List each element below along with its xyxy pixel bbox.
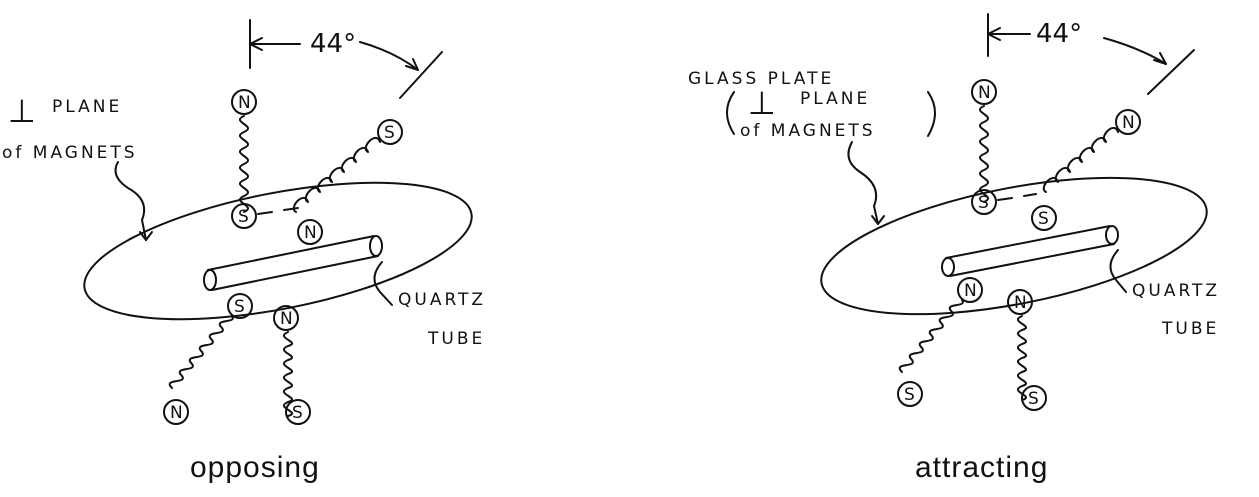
leader-line-tube-right (1110, 250, 1126, 292)
magnet-lower-vertical-right: N S (1008, 290, 1046, 410)
leader-line-plate-right (848, 142, 878, 224)
angle-indicator-right: 44° (988, 14, 1194, 94)
magnet-axis-dash-left (258, 208, 298, 214)
panel-attracting: 44° GLASS PLATE ⊥ PLANE of MAGNETS QUART… (688, 14, 1220, 484)
caption-opposing: opposing (190, 451, 320, 484)
angle-label-left: 44° (310, 29, 356, 59)
pole-label: N (170, 403, 183, 423)
tube-label-line1-right: QUARTZ (1132, 281, 1220, 301)
glass-plate-left (74, 156, 483, 345)
plane-text-right: PLANE (800, 89, 870, 109)
magnet-axis-dash-right (998, 194, 1036, 200)
plate-label-right: GLASS PLATE ⊥ PLANE of MAGNETS (688, 69, 935, 224)
pole-label: N (1122, 113, 1135, 133)
plane-label-left: ⊥ PLANE of MAGNETS (2, 92, 152, 240)
angle-indicator-left: 44° (250, 20, 442, 98)
pole-label: S (384, 123, 395, 143)
perpendicular-symbol-right: ⊥ (748, 84, 776, 122)
pole-label: N (304, 223, 317, 243)
pole-label: S (1028, 389, 1039, 409)
plane-text-left: PLANE (52, 97, 122, 117)
leader-line-plate-left (116, 162, 146, 240)
magnet-lower-tilted-left: S N (164, 294, 252, 424)
magnet-upper-vertical-left: N S (232, 90, 256, 228)
pole-label: S (1038, 209, 1049, 229)
caption-attracting: attracting (915, 451, 1048, 484)
tube-label-line1-left: QUARTZ (398, 290, 486, 310)
pole-label: N (964, 281, 977, 301)
pole-label: S (978, 193, 989, 213)
pole-label: S (904, 385, 915, 405)
quartz-tube-right: QUARTZ TUBE (942, 226, 1220, 339)
pole-label: S (238, 207, 249, 227)
perpendicular-symbol-left: ⊥ (8, 92, 36, 130)
pole-label: S (292, 403, 303, 423)
angle-label-right: 44° (1036, 19, 1082, 49)
pole-label: N (978, 83, 991, 103)
pole-label: S (234, 297, 245, 317)
pole-label: N (1014, 293, 1027, 313)
magnet-lower-tilted-right: N S (898, 278, 982, 406)
magnet-lower-vertical-left: N S (274, 306, 310, 424)
magnet-upper-vertical-right: N S (972, 80, 996, 214)
magnet-upper-tilted-right: N S (1032, 110, 1140, 230)
panel-opposing: 44° ⊥ PLANE of MAGNETS QUARTZ TUBE N (2, 20, 486, 484)
tube-label-line2-left: TUBE (427, 329, 485, 349)
pole-label: N (238, 93, 251, 113)
tube-label-line2-right: TUBE (1161, 319, 1219, 339)
plane-text2-left: of MAGNETS (2, 143, 138, 163)
pole-label: N (280, 309, 293, 329)
plane-text2-right: of MAGNETS (740, 121, 876, 141)
